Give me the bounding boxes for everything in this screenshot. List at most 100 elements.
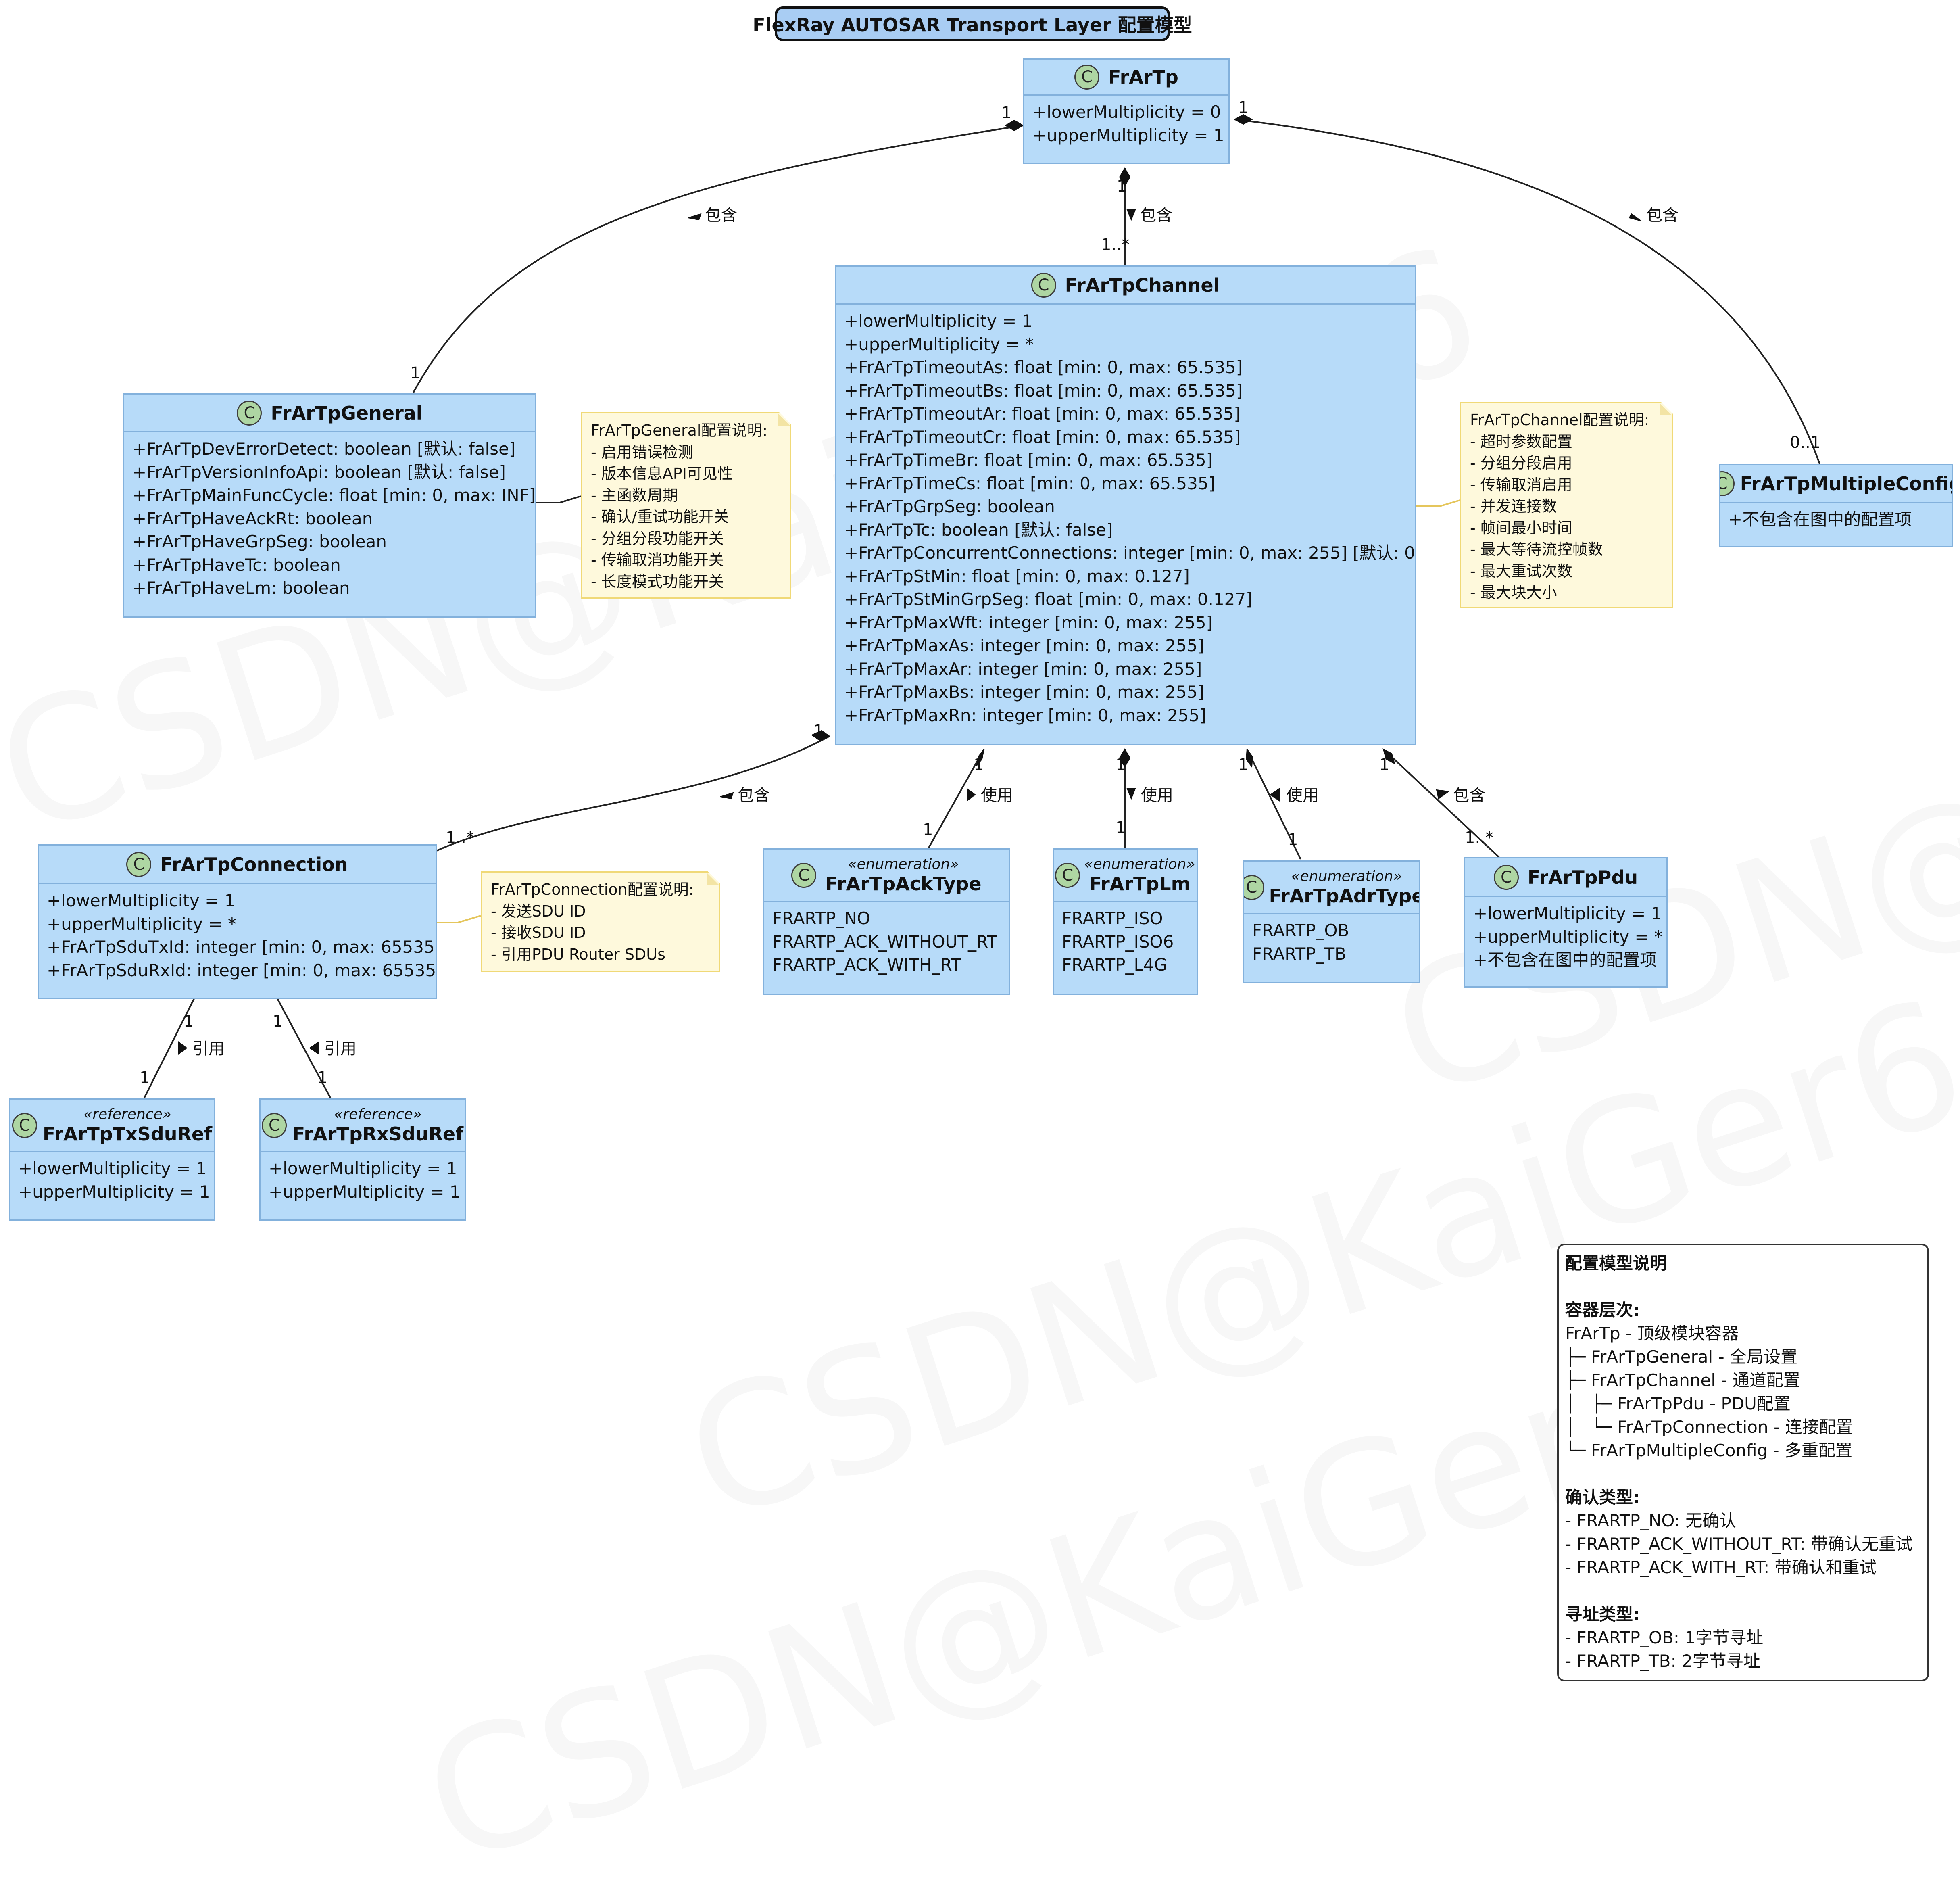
text-line: - 确认/重试功能开关 [591,508,729,526]
attribute-row: +FrArTpHaveTc: boolean [132,555,341,575]
attribute-row: +FrArTpMaxAr: integer [min: 0, max: 255] [844,659,1202,679]
link-connection-note [437,915,481,923]
relation-label-uses: 使用 [1141,786,1173,805]
attribute-row: FRARTP_NO [772,908,870,928]
note-frartp-connection: FrArTpConnection配置说明:- 发送SDU ID- 接收SDU I… [481,871,720,972]
attribute-row: +FrArTpHaveLm: boolean [132,578,350,598]
class-c-icon: C [237,400,262,426]
link-general-note [536,495,581,503]
attribute-row: +upperMultiplicity = * [1473,927,1663,947]
relation-label-references: 引用 [192,1040,225,1058]
text-line: - 分组分段功能开关 [591,529,724,547]
attribute-row: +FrArTpHaveAckRt: boolean [132,508,373,528]
stereotype-label: «reference» [83,1106,171,1123]
multiplicity: 1 [1001,104,1012,122]
attribute-row: +FrArTpStMinGrpSeg: float [min: 0, max: … [844,589,1253,609]
attribute-row: +FrArTpTimeoutCr: float [min: 0, max: 65… [844,427,1241,447]
relation-label-contains: 包含 [738,786,770,805]
attribute-row: +lowerMultiplicity = 1 [47,891,236,910]
ref-frartp-tx-sdu-ref[interactable]: C «reference» FrArTpTxSduRef +lowerMulti… [9,1098,215,1221]
attribute-row: +FrArTpTimeoutBs: float [min: 0, max: 65… [844,380,1243,401]
text-line: └─ FrArTpMultipleConfig - 多重配置 [1565,1441,1853,1460]
stereotype-label: «enumeration» [1291,868,1402,885]
class-header: C «enumeration» FrArTpLm [1054,850,1197,902]
legend-ack: - FRARTP_NO: 无确认- FRARTP_ACK_WITHOUT_RT:… [1565,1509,1921,1579]
multiplicity: 1 [1116,756,1126,774]
class-header: C FrArTpGeneral [124,395,535,432]
ref-frartp-rx-sdu-ref[interactable]: C «reference» FrArTpRxSduRef +lowerMulti… [259,1098,466,1221]
attribute-row: +lowerMultiplicity = 1 [18,1159,207,1178]
class-name: FrArTpLm [1089,873,1191,895]
class-header: C FrArTpChannel [836,267,1415,305]
attribute-row: +upperMultiplicity = 1 [1032,125,1224,145]
text-line: - FRARTP_ACK_WITHOUT_RT: 带确认无重试 [1565,1534,1913,1554]
attribute-row: +FrArTpMaxAs: integer [min: 0, max: 255] [844,636,1204,656]
class-c-icon: C [126,852,152,877]
note-lines: FrArTpGeneral配置说明:- 启用错误检测- 版本信息API可见性- … [591,420,781,593]
class-name: FrArTpMultipleConfig [1740,472,1953,495]
attribute-row: +lowerMultiplicity = 1 [844,311,1033,331]
attribute-list: +lowerMultiplicity = 1+upperMultiplicity… [39,884,436,982]
class-frartp[interactable]: C FrArTp +lowerMultiplicity = 0+upperMul… [1023,58,1230,164]
note-frartp-channel: FrArTpChannel配置说明:- 超时参数配置- 分组分段启用- 传输取消… [1460,402,1673,608]
attribute-row: +FrArTpVersionInfoApi: boolean [默认: fals… [132,462,506,482]
text-line: ├─ FrArTpChannel - 通道配置 [1565,1370,1800,1390]
text-line: ├─ FrArTpGeneral - 全局设置 [1565,1347,1797,1367]
attribute-row: +FrArTpTimeCs: float [min: 0, max: 65.53… [844,473,1215,493]
link-channel-acktype [928,749,985,849]
text-line: - 并发连接数 [1470,497,1557,515]
attribute-row: FRARTP_ACK_WITH_RT [772,955,961,975]
text-line: │ └─ FrArTpConnection - 连接配置 [1565,1417,1853,1437]
text-line: - 发送SDU ID [491,902,586,920]
class-frartp-connection[interactable]: C FrArTpConnection +lowerMultiplicity = … [38,844,437,999]
class-frartp-pdu[interactable]: C FrArTpPdu +lowerMultiplicity = 1+upper… [1464,857,1668,988]
legend-title: 配置模型说明 [1565,1253,1667,1273]
class-c-icon: C [1074,65,1100,90]
note-lines: FrArTpChannel配置说明:- 超时参数配置- 分组分段启用- 传输取消… [1470,409,1663,604]
class-c-icon: C [261,1113,287,1138]
text-line: │ ├─ FrArTpPdu - PDU配置 [1565,1394,1791,1413]
direction-arrow-icon [688,213,702,221]
link-channel-pdu [1382,748,1500,858]
class-frartp-general[interactable]: C FrArTpGeneral +FrArTpDevErrorDetect: b… [123,393,536,618]
class-header: C FrArTpMultipleConfig [1720,465,1952,503]
legend-heading: 确认类型: [1565,1487,1640,1507]
attribute-row: +lowerMultiplicity = 1 [269,1159,457,1178]
legend-spacer [1565,1579,1921,1603]
attribute-row: +FrArTpGrpSeg: boolean [844,497,1055,516]
class-name: FrArTpAckType [825,873,982,895]
attribute-list: +lowerMultiplicity = 0+upperMultiplicity… [1024,96,1228,147]
relation-label-contains: 包含 [705,206,737,225]
attribute-row: FRARTP_L4G [1062,955,1168,975]
class-name: FrArTpRxSduRef [292,1123,464,1145]
text-line: - 版本信息API可见性 [591,465,733,482]
text-line: - FRARTP_TB: 2字节寻址 [1565,1651,1760,1671]
multiplicity: 1 [410,364,421,382]
link-channel-note [1416,499,1460,507]
class-frartp-multiple-config[interactable]: C FrArTpMultipleConfig +不包含在图中的配置项 [1719,464,1953,547]
attribute-row: +FrArTpMainFuncCycle: float [min: 0, max… [132,485,536,505]
text-line: - 最大块大小 [1470,584,1557,601]
legend-addr: - FRARTP_OB: 1字节寻址- FRARTP_TB: 2字节寻址 [1565,1626,1921,1673]
composition-diamond [811,730,831,741]
class-c-icon: C [1055,862,1080,888]
link-frartp-general [413,125,1024,393]
attribute-row: +FrArTpTimeoutAr: float [min: 0, max: 65… [844,404,1241,424]
link-frartp-multiple [1234,119,1820,464]
direction-arrow-icon [720,792,734,800]
composition-diamond [1382,748,1395,764]
multiplicity: 1 [317,1069,328,1087]
legend-heading: 寻址类型: [1565,1604,1640,1624]
text-line: - 帧间最小时间 [1470,519,1572,537]
composition-diamond [976,749,984,766]
stereotype-label: «reference» [334,1106,422,1123]
attribute-row: FRARTP_TB [1252,944,1346,964]
attribute-row: +lowerMultiplicity = 1 [1473,904,1662,923]
class-frartp-channel[interactable]: C FrArTpChannel +lowerMultiplicity = 1+u… [835,265,1416,745]
attribute-list: +lowerMultiplicity = 1+upperMultiplicity… [261,1152,465,1203]
